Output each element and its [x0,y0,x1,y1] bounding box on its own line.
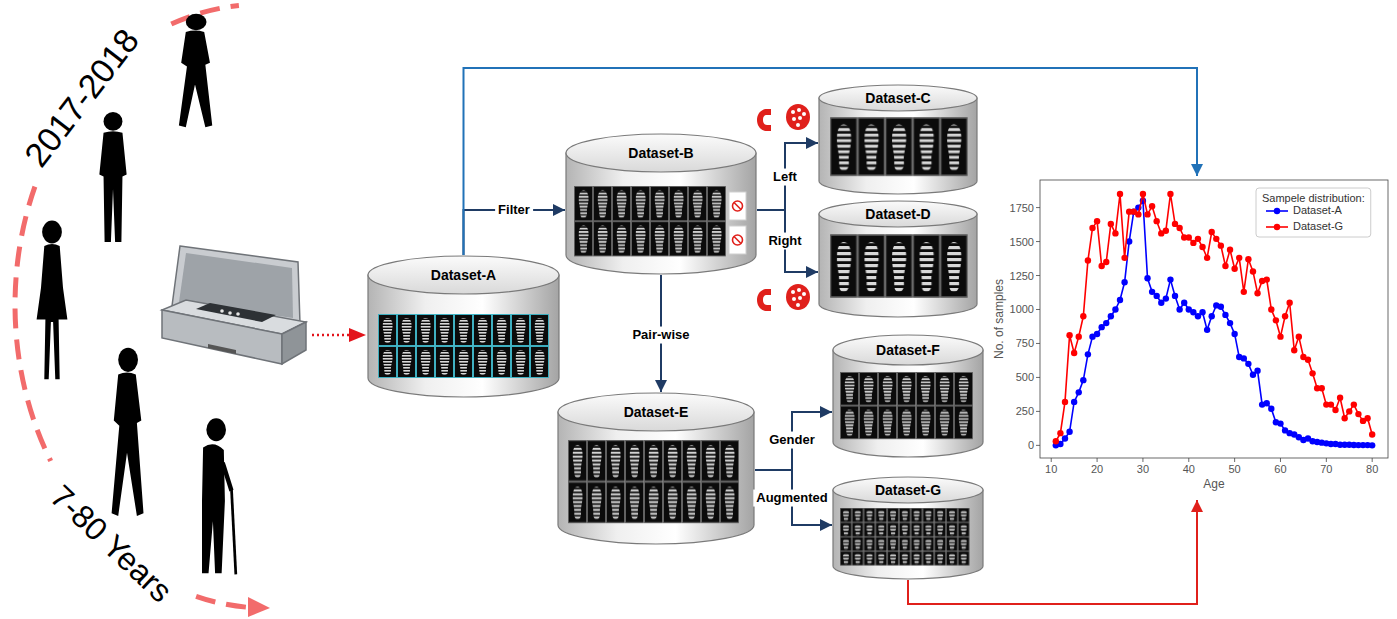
cylinder-top [558,393,754,431]
dataset-title: Dataset-G [832,476,984,504]
dataset-title: Dataset-C [818,84,978,112]
cylinder-top [368,256,559,294]
shoe-icon [757,104,810,311]
tick-label: 10 [1045,463,1057,475]
tick-label: 40 [1183,463,1195,475]
scanner-case [162,246,306,364]
cylinder-top [833,335,983,365]
dataset-title: Dataset-E [557,392,755,432]
tick-label: 20 [1091,463,1103,475]
dataset-title: Dataset-F [832,334,984,366]
tick-label: 70 [1320,463,1332,475]
edge-label: Left [770,169,800,186]
flow-arrow [757,143,818,210]
age-range-label: 7-80 Years [43,479,178,610]
legend-swatch [1266,222,1288,232]
tick-label: 30 [1137,463,1149,475]
dataset-title: Dataset-D [818,200,978,228]
tick-label: 1500 [1010,236,1034,248]
cylinder-body [819,214,977,317]
flow-arrow [755,412,832,470]
cylinder-top [833,477,983,503]
rejected-sample-icon [729,192,746,254]
tick-label: 1250 [1010,269,1034,281]
legend-label: Dataset-G [1293,220,1343,233]
edge-label: Right [765,233,804,250]
cylinder-top [566,134,756,172]
tick-label: 80 [1366,463,1378,475]
legend-box [1256,188,1371,237]
dataset-title: Dataset-A [367,255,560,295]
flow-arrow [757,210,818,272]
edge-label: Augmented [753,490,831,507]
legend-entry: Dataset-G [1266,220,1343,233]
tick-label: 0 [1028,439,1034,451]
capture-arrow [312,328,366,342]
legend-title: Sampele distribution: [1262,192,1365,205]
plot-frame [1040,180,1388,458]
legend-label: Dataset-A [1293,204,1342,217]
cylinder-top [819,85,977,111]
legend-entry: Dataset-A [1266,204,1342,217]
axis-title: No. of samples [993,279,1006,359]
tick-label: 1000 [1010,303,1034,315]
tick-label: 250 [1016,405,1034,417]
year-range-label: 2017-2018 [18,23,147,175]
edge-label: Pair-wise [629,327,692,344]
tick-label: 50 [1229,463,1241,475]
axis-title: Age [1203,478,1224,491]
tick-label: 1750 [1010,202,1034,214]
cylinder-top [819,201,977,227]
data-series [1053,191,1376,445]
edge-label: Filter [495,202,533,219]
dataset-title: Dataset-B [565,133,757,173]
tick-label: 500 [1016,371,1034,383]
timeline-arrowhead [248,597,270,617]
cylinder-body [558,412,754,544]
tick-label: 750 [1016,337,1034,349]
legend-swatch [1266,206,1288,216]
cylinder-body [819,98,977,194]
tick-label: 60 [1274,463,1286,475]
cylinder-body [833,350,983,457]
edge-label: Gender [766,432,818,449]
